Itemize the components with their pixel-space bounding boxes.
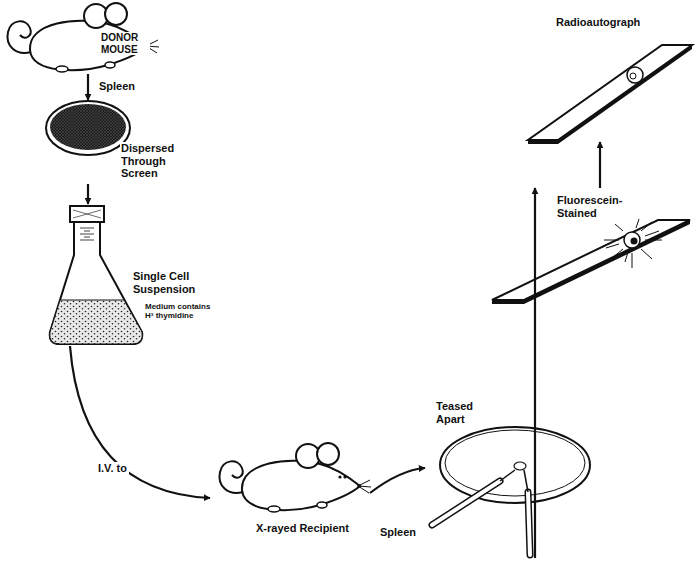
flow-arrow bbox=[87, 184, 89, 204]
teased-dish-node: Teased Apart bbox=[425, 398, 600, 558]
screen-dish-node: Dispersed Through Screen bbox=[45, 100, 188, 184]
arrow-label: I.V. to bbox=[96, 462, 129, 474]
recipient-mouse-node: X-rayed Recipient bbox=[210, 438, 370, 548]
donor-mouse bbox=[8, 3, 159, 72]
flow-arrow bbox=[87, 74, 89, 100]
arrow-label: Spleen bbox=[378, 526, 418, 538]
stained-slide bbox=[492, 219, 690, 304]
arrow-label: Spleen bbox=[97, 80, 137, 92]
flow-arrow bbox=[370, 468, 425, 493]
donor-mouse-node: DONOR MOUSE bbox=[5, 2, 165, 74]
node-label: Fluorescein-Stained bbox=[556, 194, 628, 219]
flow-arrow bbox=[534, 188, 536, 558]
flask-node: Single Cell SuspensionMedium contains H³… bbox=[48, 204, 220, 346]
radioautograph-node: Radioautograph bbox=[525, 12, 695, 142]
node-label: Single Cell Suspension bbox=[132, 270, 214, 295]
flow-arrow bbox=[70, 346, 210, 498]
recipient-mouse bbox=[220, 443, 371, 512]
node-label: X-rayed Recipient bbox=[255, 522, 350, 535]
erlenmeyer-flask bbox=[50, 206, 143, 344]
flow-arrow bbox=[599, 142, 601, 188]
node-label: Teased Apart bbox=[435, 400, 487, 425]
radioautograph-slide bbox=[528, 45, 692, 144]
petri-dish bbox=[440, 427, 590, 503]
node-label: Medium contains H³ thymidine bbox=[144, 302, 218, 320]
node-label: Radioautograph bbox=[555, 16, 641, 29]
screen-dish bbox=[46, 101, 130, 155]
stained-slide-node: Fluorescein-Stained bbox=[488, 188, 694, 304]
node-label: Dispersed Through Screen bbox=[120, 142, 186, 180]
node-label: DONOR MOUSE bbox=[100, 32, 150, 55]
teasing-needles bbox=[432, 470, 530, 555]
